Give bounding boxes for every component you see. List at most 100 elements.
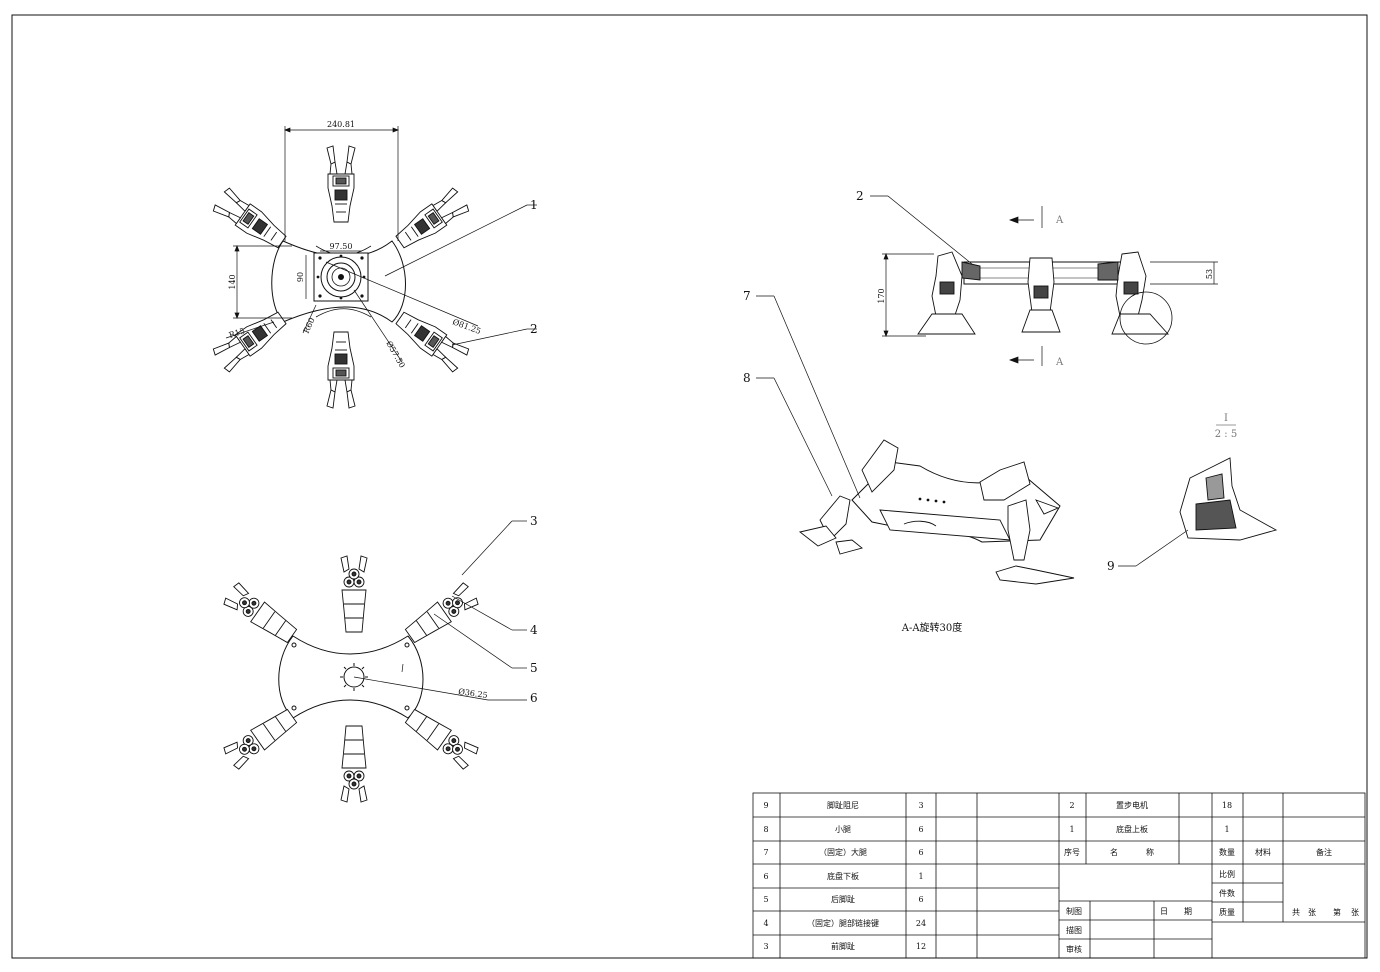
title-traced-label: 描图: [1066, 925, 1082, 935]
section-mark-top: A: [1055, 215, 1064, 226]
dim-inner-height: 90: [296, 272, 305, 282]
bottom-leg-nw: [221, 581, 300, 648]
bom-cell-qty: 24: [916, 919, 926, 928]
title-mass-label: 质量: [1219, 907, 1235, 917]
title-drawn-label: 制图: [1066, 906, 1082, 916]
top-leg-s: [326, 331, 356, 409]
balloon-2-side: 2: [856, 189, 864, 203]
dim-dia-inner: Ø57.50: [384, 340, 407, 370]
bom-left-rows: 9 脚趾阻尼 3 8 小腿 6 7 （固定）大腿 6 6 底盘下板 1 5 后脚…: [763, 800, 926, 951]
title-date-a: 日: [1160, 907, 1168, 916]
bom-cell-qty: 18: [1222, 801, 1232, 810]
bom-header-row: 序号 名 称 数量 材料 备注: [1064, 847, 1332, 857]
bom-table: [752, 792, 1366, 959]
bom-row: 2 置步电机 18: [1069, 800, 1232, 810]
bom-cell-no: 1: [1069, 825, 1074, 834]
bottom-chassis-outline: [278, 635, 424, 719]
dim-height-left: 140: [228, 274, 237, 289]
bom-row: 3 前脚趾 12: [763, 941, 926, 951]
bom-cell-qty: 6: [918, 848, 923, 857]
bom-cell-qty: 1: [918, 872, 923, 881]
bom-cell-no: 6: [763, 872, 768, 881]
side-leg-right: [1097, 251, 1170, 335]
dim-side-plate: 53: [1205, 269, 1214, 279]
title-sheet-a: 第: [1333, 907, 1341, 917]
bom-cell-no: 2: [1069, 801, 1074, 810]
balloon-5: 5: [530, 661, 538, 675]
bom-cell-qty: 6: [918, 895, 923, 904]
dim-dia-outer: Ø81.25: [451, 317, 482, 336]
bottom-center-hole: [343, 666, 365, 688]
title-count-label: 件数: [1219, 888, 1235, 898]
bom-cell-name: 底盘下板: [827, 871, 859, 881]
top-leg-n: [326, 145, 356, 223]
bom-cell-name: 前脚趾: [831, 941, 855, 951]
bom-cell-name: 脚趾阻尼: [827, 800, 859, 810]
bom-right-rows: 2 置步电机 18 1 底盘上板 1 序号 名 称 数量 材料 备注: [1064, 800, 1332, 857]
bottom-leg-se: [402, 704, 481, 771]
bom-cell-no: 8: [763, 825, 768, 834]
bom-header-name-b: 称: [1146, 847, 1154, 857]
bottom-leg-ne: [402, 581, 481, 648]
detail-scale: 2 : 5: [1215, 429, 1237, 440]
section-view: 7 8 A-A旋转30度: [743, 289, 1075, 634]
balloon-6: 6: [530, 691, 538, 705]
title-scale-label: 比例: [1219, 869, 1235, 879]
bom-row: 4 （固定）腿部链接键 24: [763, 918, 926, 928]
bom-header-qty: 数量: [1219, 847, 1235, 857]
dim-side-height: 170: [877, 288, 886, 303]
dim-bottom-dia: Ø36.25: [458, 687, 488, 700]
bom-header-remark: 备注: [1316, 847, 1332, 857]
bom-header-name-a: 名: [1110, 847, 1118, 857]
section-view-label: A-A旋转30度: [901, 621, 963, 634]
bottom-view: Ø36.25 3 4 5 6: [221, 514, 538, 803]
bom-cell-no: 3: [763, 942, 768, 951]
title-date-b: 期: [1184, 907, 1192, 916]
balloon-4: 4: [530, 623, 538, 637]
top-view: 240.81 97.50 140 90 R15 R60 Ø81.25 Ø57.5…: [211, 120, 538, 409]
detail-view: I 2 : 5 9: [1107, 413, 1278, 573]
title-sheets-b: 张: [1308, 908, 1316, 917]
side-leg-left: [917, 251, 981, 335]
detail-circle: [1119, 291, 1173, 345]
bom-cell-no: 5: [763, 895, 768, 904]
bom-cell-qty: 6: [918, 825, 923, 834]
side-view: 170 53 2 A A: [856, 189, 1218, 368]
side-leg-center: [1021, 257, 1061, 333]
bom-cell-qty: 1: [1224, 825, 1229, 834]
balloon-3: 3: [530, 514, 538, 528]
title-checked-label: 审核: [1066, 944, 1082, 954]
title-block: 比例 件数 质量 共 张 第 张 制图 日 期 描图 审核: [1066, 869, 1359, 954]
bom-row: 9 脚趾阻尼 3: [763, 800, 923, 810]
section-mark-bottom: A: [1055, 357, 1064, 368]
balloon-9: 9: [1107, 559, 1115, 573]
top-leg-nw: [211, 186, 291, 254]
bom-header-no: 序号: [1064, 847, 1080, 857]
balloon-8: 8: [743, 371, 751, 385]
bom-cell-name: （固定）大腿: [819, 847, 867, 857]
bom-cell-no: 4: [763, 919, 768, 928]
bom-row: 6 底盘下板 1: [763, 871, 923, 881]
bom-cell-no: 9: [763, 801, 768, 810]
bottom-leg-sw: [221, 704, 300, 771]
bom-cell-name: 置步电机: [1116, 800, 1148, 810]
bom-cell-qty: 3: [918, 801, 923, 810]
bottom-leg-s: [340, 725, 368, 803]
bom-cell-no: 7: [763, 848, 768, 857]
dim-radius-arc: R60: [302, 316, 317, 334]
bom-cell-name: 后脚趾: [831, 894, 855, 904]
sheet-border: [11, 14, 1368, 959]
bom-header-material: 材料: [1255, 847, 1271, 857]
bom-row: 5 后脚趾 6: [763, 894, 923, 904]
bom-cell-name: 小腿: [835, 825, 851, 834]
balloon-2: 2: [530, 322, 538, 336]
dim-inner-width: 97.50: [330, 242, 353, 251]
bom-row: 7 （固定）大腿 6: [763, 847, 923, 857]
bom-row: 1 底盘上板 1: [1069, 824, 1229, 834]
detail-label: I: [1224, 413, 1228, 424]
bom-cell-name: （固定）腿部链接键: [807, 918, 879, 928]
bom-row: 8 小腿 6: [763, 825, 923, 834]
title-sheets-a: 共: [1292, 908, 1300, 917]
bom-cell-qty: 12: [916, 942, 926, 951]
